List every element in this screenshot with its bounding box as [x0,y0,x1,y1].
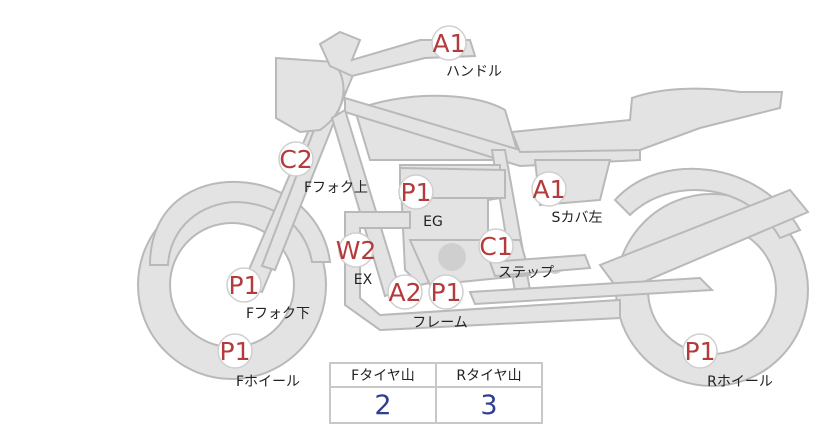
label-step: ステップ [498,265,554,281]
engine-case-cover [438,243,466,271]
badge-engine: P1 [398,174,434,210]
label-handle: ハンドル [446,64,502,80]
tire-tread-value-row: 2 3 [329,386,543,424]
tire-tread-header-row: Fタイヤ山 Rタイヤ山 [329,362,543,388]
label-fork-lower: Fフォク下 [245,306,311,322]
label-exhaust: EX [353,272,373,288]
label-front-wheel: Fホイール [235,374,301,390]
swing-arm-shape [468,276,715,306]
front-tire-tread-header: Fタイヤ山 [329,362,437,388]
badge-handle: A1 [431,25,467,61]
badge-rear-wheel: P1 [682,333,718,369]
rear-tire-tread-header: Rタイヤ山 [435,362,543,388]
svg-text:P1: P1 [685,337,716,366]
svg-text:C2: C2 [279,145,312,174]
label-side-cover-left: Sカバ左 [551,210,603,226]
badge-fork-upper: C2 [278,141,314,177]
step-bar-shape [488,253,592,278]
front-tire-tread-value: 2 [329,386,437,424]
tire-tread-table: Fタイヤ山 Rタイヤ山 2 3 [329,362,543,424]
svg-text:A1: A1 [532,175,565,204]
exhaust-pipe-shape [344,211,621,332]
badge-front-wheel: P1 [217,333,253,369]
svg-text:P1: P1 [431,278,462,307]
svg-text:A1: A1 [432,29,465,58]
label-frame: フレーム [412,315,468,331]
svg-text:P1: P1 [220,337,251,366]
label-engine: EG [423,214,443,230]
svg-text:P1: P1 [229,271,260,300]
badge-step: C1 [478,228,514,264]
rear-tire-tread-value: 3 [435,386,543,424]
svg-text:P1: P1 [401,178,432,207]
seat-shape [510,87,784,154]
svg-text:W2: W2 [336,236,377,265]
frame-down-tube [330,108,402,298]
label-rear-wheel: Rホイール [707,374,773,390]
badge-exhaust: W2 [336,232,377,268]
label-fork-upper: Fフォク上 [303,180,369,196]
svg-text:C1: C1 [479,232,512,261]
badge-fork-lower: P1 [226,267,262,303]
badge-frame-2: P1 [428,274,464,310]
badge-frame-1: A2 [387,274,423,310]
svg-text:A2: A2 [388,278,421,307]
badge-side-cover-left: A1 [531,171,567,207]
rear-fender-shape [613,167,802,240]
